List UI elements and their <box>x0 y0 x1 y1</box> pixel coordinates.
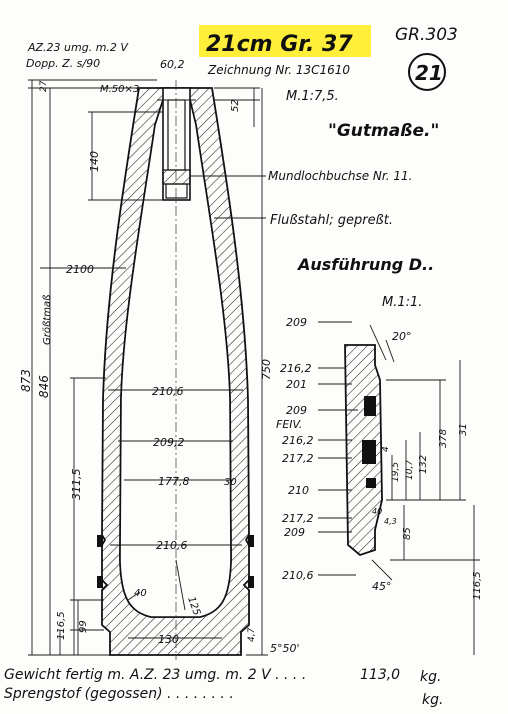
dim-d-1778: 177,8 <box>158 475 190 488</box>
gutmasse-label: "Gutmaße." <box>328 121 439 141</box>
detail-d-209-b: 209 <box>286 404 307 417</box>
detail-d-209-c: 209 <box>284 526 305 539</box>
detail-h-378: 378 <box>438 429 449 448</box>
page-number-circle <box>408 53 446 91</box>
detail-d-2162-a: 216,2 <box>280 362 312 375</box>
dim-len-873: 873 <box>19 369 33 392</box>
drawing-reference: Zeichnung Nr. 13C1610 <box>207 63 350 77</box>
dim-len-99: 99 <box>78 620 89 633</box>
fuze-note-1: AZ.23 umg. m.2 V <box>27 41 129 54</box>
sheet-code: GR.303 <box>395 25 458 45</box>
dim-r-40: 40 <box>134 588 147 599</box>
detail-angle-45: 45° <box>372 580 392 593</box>
detail-h-132: 132 <box>418 455 429 474</box>
detail-d-2172-a: 217,2 <box>282 452 314 465</box>
dim-angle-550: 5°50' <box>270 642 300 655</box>
detail-angle-20: 20° <box>392 330 412 343</box>
detail-w-43: 4,3 <box>384 517 397 526</box>
drawing-scale: M.1:7,5. <box>286 89 339 104</box>
material-label: Flußstahl; gepreßt. <box>270 213 393 228</box>
page-number: 21 <box>415 61 443 85</box>
weight-unit: kg. <box>420 669 441 685</box>
charge-unit: kg. <box>422 692 443 708</box>
detail-d-2162-b: 216,2 <box>282 434 314 447</box>
detail-section <box>318 321 480 655</box>
detail-d-2106: 210,6 <box>282 569 314 582</box>
mundloch-label: Mundlochbuchse Nr. 11. <box>268 169 412 183</box>
title-highlight <box>199 25 371 57</box>
dim-len-27: 27 <box>39 80 49 92</box>
charge-label: Sprengstof (gegossen) . . . . . . . . <box>4 686 234 702</box>
dim-nose-dia: 60,2 <box>160 58 185 71</box>
ausfuehrung-label: Ausführung D.. <box>296 255 434 274</box>
detail-d-2172-b: 217,2 <box>282 512 314 525</box>
dim-len-750: 750 <box>260 359 273 380</box>
right-dimensions <box>190 87 268 656</box>
dim-len-846: 846 <box>37 375 51 398</box>
dim-top-step: 52 <box>230 99 241 112</box>
detail-scale: M.1:1. <box>382 295 422 310</box>
dim-d-2106-upper: 210,6 <box>152 385 184 398</box>
dim-depth-140: 140 <box>88 151 101 172</box>
left-dimensions <box>28 79 163 656</box>
dim-grossmass: Größtmaß <box>42 295 53 345</box>
dim-top-thread: M.50×3 <box>100 84 139 95</box>
weight-value: 113,0 <box>360 667 400 683</box>
dim-radius-2100: 2100 <box>66 263 94 276</box>
drawing-title: 21cm Gr. 37 <box>206 32 353 57</box>
detail-h-107: 10,7 <box>405 460 415 480</box>
fuze-note-2: Dopp. Z. s/90 <box>26 57 100 70</box>
detail-h-4: 4 <box>381 446 391 452</box>
dim-len-3115: 311,5 <box>70 469 83 501</box>
dim-d-30: 30 <box>224 477 237 488</box>
dim-len-1165: 116,5 <box>56 611 67 640</box>
detail-d-210: 210 <box>288 484 309 497</box>
detail-w-40: 40 <box>372 507 382 516</box>
weight-label: Gewicht fertig m. A.Z. 23 umg. m. 2 V . … <box>4 667 306 683</box>
detail-h-1165: 116,5 <box>472 571 483 600</box>
detail-h-195: 19,5 <box>391 462 401 482</box>
dim-d-130: 130 <box>158 633 179 646</box>
detail-h-31: 31 <box>458 423 469 436</box>
dim-d-2106-lower: 210,6 <box>156 539 188 552</box>
dim-d-2092: 209,2 <box>153 436 185 449</box>
dim-len-47: 4,7 <box>247 627 257 642</box>
internal-dimensions <box>108 389 243 639</box>
feiv-label: FEIV. <box>276 418 302 431</box>
detail-d-209-a: 209 <box>286 316 307 329</box>
detail-h-85: 85 <box>402 527 413 540</box>
detail-d-201: 201 <box>286 378 307 391</box>
